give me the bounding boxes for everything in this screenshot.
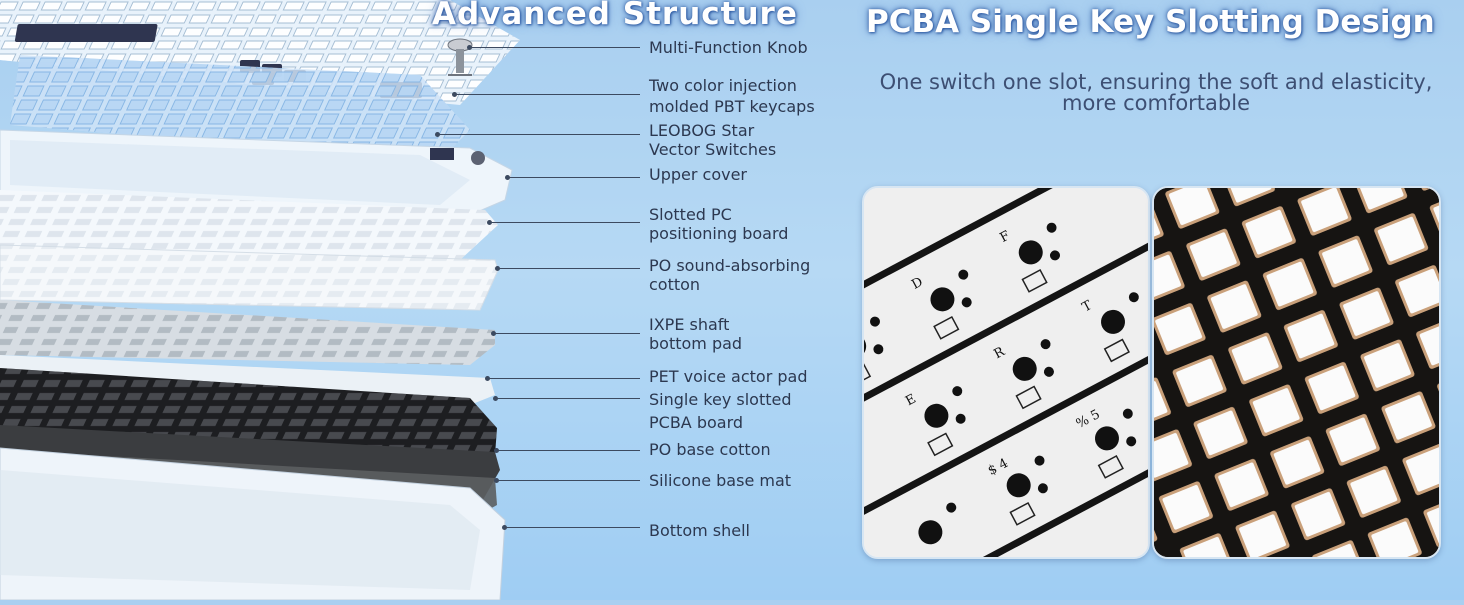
leader-ixpe (491, 331, 640, 336)
pcb-switch-footprints (864, 222, 1139, 545)
label-ixpe-line1: IXPE shaft (649, 315, 730, 334)
exploded-keyboard-illustration (0, 0, 520, 601)
bottom-shell-layer (0, 447, 506, 601)
ixpe-pad-layer (0, 300, 495, 365)
label-po-cotton-line2: cotton (649, 275, 701, 294)
plate-key-slots (1154, 188, 1439, 557)
label-knob: Multi-Function Knob (649, 38, 808, 57)
leader-po-cotton (495, 266, 640, 271)
leader-silicone (494, 478, 640, 483)
switches-layer (10, 55, 470, 160)
leader-pcba (493, 396, 640, 401)
label-keycaps-line2: molded PBT keycaps (649, 97, 815, 116)
label-silicone: Silicone base mat (649, 471, 792, 490)
label-pc-board-line2: positioning board (649, 224, 789, 243)
leader-keycaps (452, 92, 640, 97)
label-keycaps-line1: Two color injection (649, 76, 797, 95)
slotted-plate-photo (1152, 186, 1441, 559)
pcba-design-title: PCBA Single Key Slotting Design (866, 4, 1435, 40)
upper-cover-layer (0, 129, 513, 216)
label-upper-cover: Upper cover (649, 165, 748, 184)
leader-pc-board (487, 220, 640, 225)
subtitle-line-2: more comfortable (1062, 91, 1250, 115)
leader-upper-cover (505, 175, 640, 180)
label-switches-line1: LEOBOG Star (649, 121, 755, 140)
label-pet-pad: PET voice actor pad (649, 367, 808, 386)
advanced-structure-title: Advanced Structure (432, 0, 798, 32)
pc-board-layer (0, 190, 498, 260)
knob-part (447, 38, 473, 76)
pcb-closeup-photo: S D F E R T $ 4 % 5 (862, 186, 1150, 559)
leader-bottom-shell (502, 525, 640, 530)
label-pcba-line2: PCBA board (649, 413, 744, 432)
label-bottom-shell: Bottom shell (649, 521, 750, 540)
label-pc-board-line1: Slotted PC (649, 205, 732, 224)
label-switches-line2: Vector Switches (649, 140, 777, 159)
leader-pet (485, 376, 640, 381)
leader-po-base (494, 448, 640, 453)
label-ixpe-line2: bottom pad (649, 334, 743, 353)
leader-switches (435, 132, 640, 137)
leader-knob (467, 45, 640, 50)
subtitle-line-1: One switch one slot, ensuring the soft a… (879, 70, 1433, 94)
label-po-base: PO base cotton (649, 440, 771, 459)
po-cotton-layer (0, 244, 499, 311)
label-pcba-line1: Single key slotted (649, 390, 792, 409)
label-po-cotton-line1: PO sound-absorbing (649, 256, 811, 275)
